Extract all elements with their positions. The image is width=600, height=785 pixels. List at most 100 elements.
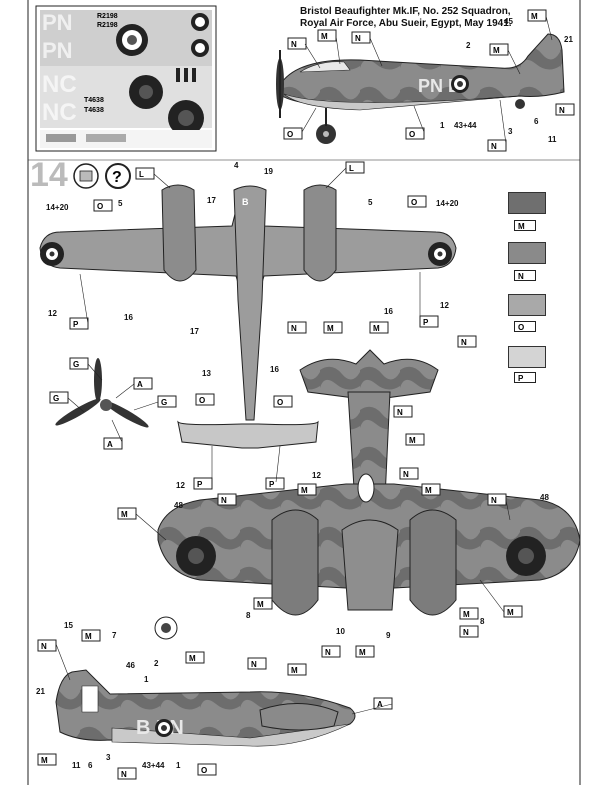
svg-text:O: O: [97, 202, 103, 211]
paint-label-n: N: [514, 270, 536, 281]
propeller-drawing: [55, 358, 149, 428]
callout-1-top: 1: [440, 121, 445, 130]
callout-45: 45: [504, 17, 513, 26]
callout-11-bottom: 11: [72, 761, 81, 770]
tag-n-top-2: N: [351, 31, 371, 44]
aircraft-title: Bristol Beaufighter Mk.IF, No. 252 Squad…: [300, 6, 512, 30]
svg-text:M: M: [373, 324, 380, 333]
svg-text:P: P: [73, 320, 79, 329]
plan-view-lower: [157, 349, 581, 616]
tag-o-top-2: O: [405, 127, 425, 140]
callout-2-top: 2: [466, 41, 471, 50]
svg-text:N: N: [491, 142, 497, 151]
callout-48-left: 48: [174, 501, 183, 510]
svg-text:M: M: [189, 654, 196, 663]
svg-text:M: M: [301, 486, 308, 495]
callout-12-stab-right: 12: [312, 471, 321, 480]
tag-n-low-5: N: [217, 493, 237, 506]
tag-o-plan-right: O: [407, 195, 427, 208]
tag-l-right: L: [345, 161, 365, 174]
tag-m-side-4: M: [37, 753, 57, 766]
callout-12-right: 12: [440, 301, 449, 310]
svg-text:N: N: [251, 660, 257, 669]
svg-text:O: O: [411, 198, 417, 207]
tag-n-low-6: N: [487, 493, 507, 506]
paint-label-m: M: [514, 220, 536, 231]
callout-17-top: 17: [207, 196, 216, 205]
side-view-right: PN B: [276, 33, 565, 144]
svg-text:P: P: [269, 480, 275, 489]
tag-o-stab-right: O: [273, 395, 293, 408]
svg-text:M: M: [409, 436, 416, 445]
svg-text:M: M: [463, 610, 470, 619]
title-line-1: Bristol Beaufighter Mk.IF, No. 252 Squad…: [300, 6, 511, 17]
decal-sheet: PN PN R2198 R2198 NC NC T4638 T4638: [35, 5, 217, 152]
svg-text:P: P: [423, 318, 429, 327]
svg-text:O: O: [201, 766, 207, 775]
callout-3-bottom: 3: [106, 753, 111, 762]
svg-text:N: N: [397, 408, 403, 417]
svg-text:M: M: [121, 510, 128, 519]
tag-p-stab-right: P: [265, 477, 285, 490]
callout-4: 4: [234, 161, 239, 170]
tag-m-top-2: M: [489, 43, 509, 56]
title-line-2: Royal Air Force, Abu Sueir, Egypt, May 1…: [300, 18, 512, 29]
callout-1-bottom-b: 1: [176, 761, 181, 770]
tag-a-prop-1: A: [133, 377, 153, 390]
svg-text:N: N: [461, 338, 467, 347]
svg-text:G: G: [73, 360, 79, 369]
callout-5-right: 5: [368, 198, 373, 207]
leader-lines: [55, 15, 553, 715]
decal-pn-a: PN: [42, 10, 73, 35]
tag-m-low-1: M: [323, 321, 343, 334]
svg-text:M: M: [257, 600, 264, 609]
tag-m-top-3: M: [527, 9, 547, 22]
tag-o-side: O: [197, 763, 217, 776]
tag-n-top-3: N: [555, 103, 575, 116]
callout-3-top: 3: [508, 127, 513, 136]
callout-43-44-top: 43+44: [454, 121, 477, 130]
callout-10: 10: [336, 627, 345, 636]
callout-48-right: 48: [540, 493, 549, 502]
callout-21-bottom: 21: [36, 687, 45, 696]
callout-43-44-bottom: 43+44: [142, 761, 165, 770]
tag-g-prop-2: G: [49, 391, 69, 404]
tag-m-top-1: M: [317, 29, 337, 42]
tag-n-low-1: N: [287, 321, 307, 334]
tag-l-left: L: [135, 167, 155, 180]
tag-n-side-3: N: [117, 767, 137, 780]
tag-g-prop-1: G: [69, 357, 89, 370]
svg-text:N: N: [463, 628, 469, 637]
callout-1-bottom: 1: [144, 675, 149, 684]
help-icon: ?: [105, 163, 131, 189]
tag-o-top-1: O: [283, 127, 303, 140]
svg-text:G: G: [53, 394, 59, 403]
tag-n-side-1: N: [37, 639, 57, 652]
tag-n-low-4: N: [399, 467, 419, 480]
tag-g-prop-3: G: [157, 395, 177, 408]
tag-o-stab-left: O: [195, 393, 215, 406]
svg-text:G: G: [161, 398, 167, 407]
callout-46: 46: [126, 661, 135, 670]
tag-n-side-2: N: [247, 657, 267, 670]
callout-16-left: 16: [124, 313, 133, 322]
callout-5-left: 5: [118, 199, 123, 208]
callout-7: 7: [112, 631, 117, 640]
code-side-top: PN B: [418, 76, 461, 96]
tag-a-prop-2: A: [103, 437, 123, 450]
svg-text:M: M: [493, 46, 500, 55]
tag-n-low-8: N: [459, 625, 479, 638]
svg-text:A: A: [377, 700, 383, 709]
callout-8-right: 8: [480, 617, 485, 626]
callout-19: 19: [264, 167, 273, 176]
callout-6-bottom: 6: [88, 761, 93, 770]
tag-n-low-7: N: [321, 645, 341, 658]
svg-text:M: M: [425, 486, 432, 495]
step-number: 14: [30, 156, 68, 194]
svg-text:O: O: [409, 130, 415, 139]
help-symbol: ?: [112, 169, 122, 186]
svg-text:N: N: [559, 106, 565, 115]
tag-m-low-9: M: [355, 645, 375, 658]
paint-label-p: P: [514, 372, 536, 383]
